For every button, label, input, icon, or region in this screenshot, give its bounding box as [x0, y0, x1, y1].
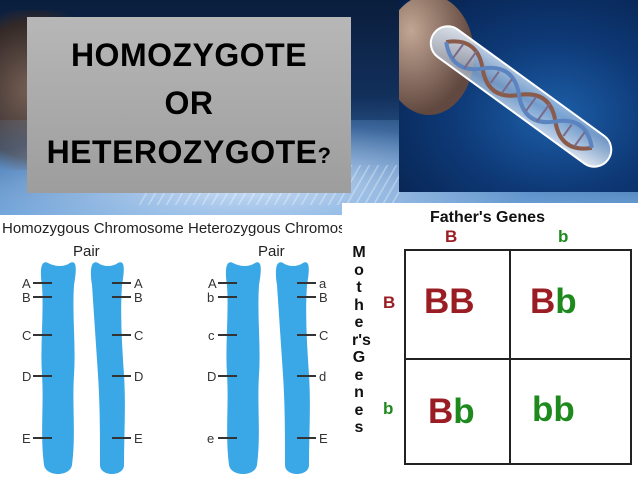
homozygous-right-locus-4: D [134, 369, 144, 384]
father-allele-1: B [445, 227, 458, 246]
title-word-heterozygote: HETEROZYGOTE [46, 134, 318, 170]
punnett-grid [404, 249, 632, 465]
test-tube-photo [399, 0, 638, 192]
cell-allele: b [453, 392, 475, 431]
punnett-cell-bottom-right: bb [532, 390, 575, 430]
punnett-grid-divider-horizontal [404, 358, 632, 360]
cell-allele: B [428, 392, 454, 431]
cell-allele: b [555, 282, 577, 321]
homozygous-right-locus-1: A [134, 276, 143, 291]
homozygous-left-locus-4: D [22, 369, 32, 384]
homozygous-right-locus-2: B [134, 290, 143, 305]
heterozygous-left-locus-4: D [207, 369, 217, 384]
homozygous-left-locus-5: E [22, 431, 31, 446]
title-line-3: HETEROZYGOTE? [27, 134, 351, 171]
cell-allele: B [449, 282, 475, 321]
punnett-cell-bottom-left: Bb [428, 392, 475, 432]
title-line-2: OR [164, 85, 214, 121]
title-line-1: HOMOZYGOTE [70, 37, 308, 73]
heterozygous-panel-title: Heterozygous Chromosom [188, 220, 342, 237]
heterozygous-chromosome-pair [218, 262, 316, 474]
homozygous-chromosome-right [90, 262, 125, 474]
mother-allele-1: B [383, 293, 396, 312]
heterozygous-right-locus-4: d [319, 369, 327, 384]
heterozygous-right-locus-3: C [319, 328, 329, 343]
heterozygous-chromosome-right [275, 262, 310, 474]
mother-allele-2: b [383, 399, 394, 418]
cell-allele: B [424, 282, 450, 321]
heterozygous-right-locus-2: B [319, 290, 328, 305]
heterozygous-right-locus-5: E [319, 431, 328, 446]
cell-allele: B [530, 282, 556, 321]
title-box: HOMOZYGOTE OR HETEROZYGOTE? [27, 17, 351, 193]
homozygous-right-locus-3: C [134, 328, 144, 343]
heterozygous-chromosome-left [225, 262, 261, 474]
cell-allele: b [532, 390, 554, 429]
homozygous-chromosome-pair [33, 262, 131, 474]
heterozygous-left-locus-2: b [207, 290, 215, 305]
heterozygous-left-locus-3: c [208, 328, 215, 343]
homozygous-panel-subtitle: Pair [73, 243, 100, 260]
title-question-mark: ? [317, 143, 332, 168]
father-allele-2: b [558, 227, 569, 246]
punnett-cell-top-left: BB [424, 282, 475, 322]
homozygous-left-locus-2: B [22, 290, 31, 305]
cell-allele: b [553, 390, 575, 429]
father-genes-label: Father's Genes [430, 209, 545, 226]
homozygous-chromosome-left [40, 262, 76, 474]
homozygous-left-locus-3: C [22, 328, 32, 343]
mother-genes-label: Mother's Genes [352, 244, 371, 436]
punnett-cell-top-right: Bb [530, 282, 577, 322]
punnett-grid-divider-vertical [509, 249, 511, 465]
heterozygous-panel-subtitle: Pair [258, 243, 285, 260]
heterozygous-right-locus-1: a [319, 276, 327, 291]
heterozygous-left-locus-1: A [208, 276, 217, 291]
test-tube-dna-illustration [399, 0, 613, 168]
homozygous-left-locus-1: A [22, 276, 31, 291]
heterozygous-left-locus-5: e [207, 431, 215, 446]
homozygous-right-locus-5: E [134, 431, 143, 446]
homozygous-panel-title: Homozygous Chromosome [2, 220, 184, 237]
